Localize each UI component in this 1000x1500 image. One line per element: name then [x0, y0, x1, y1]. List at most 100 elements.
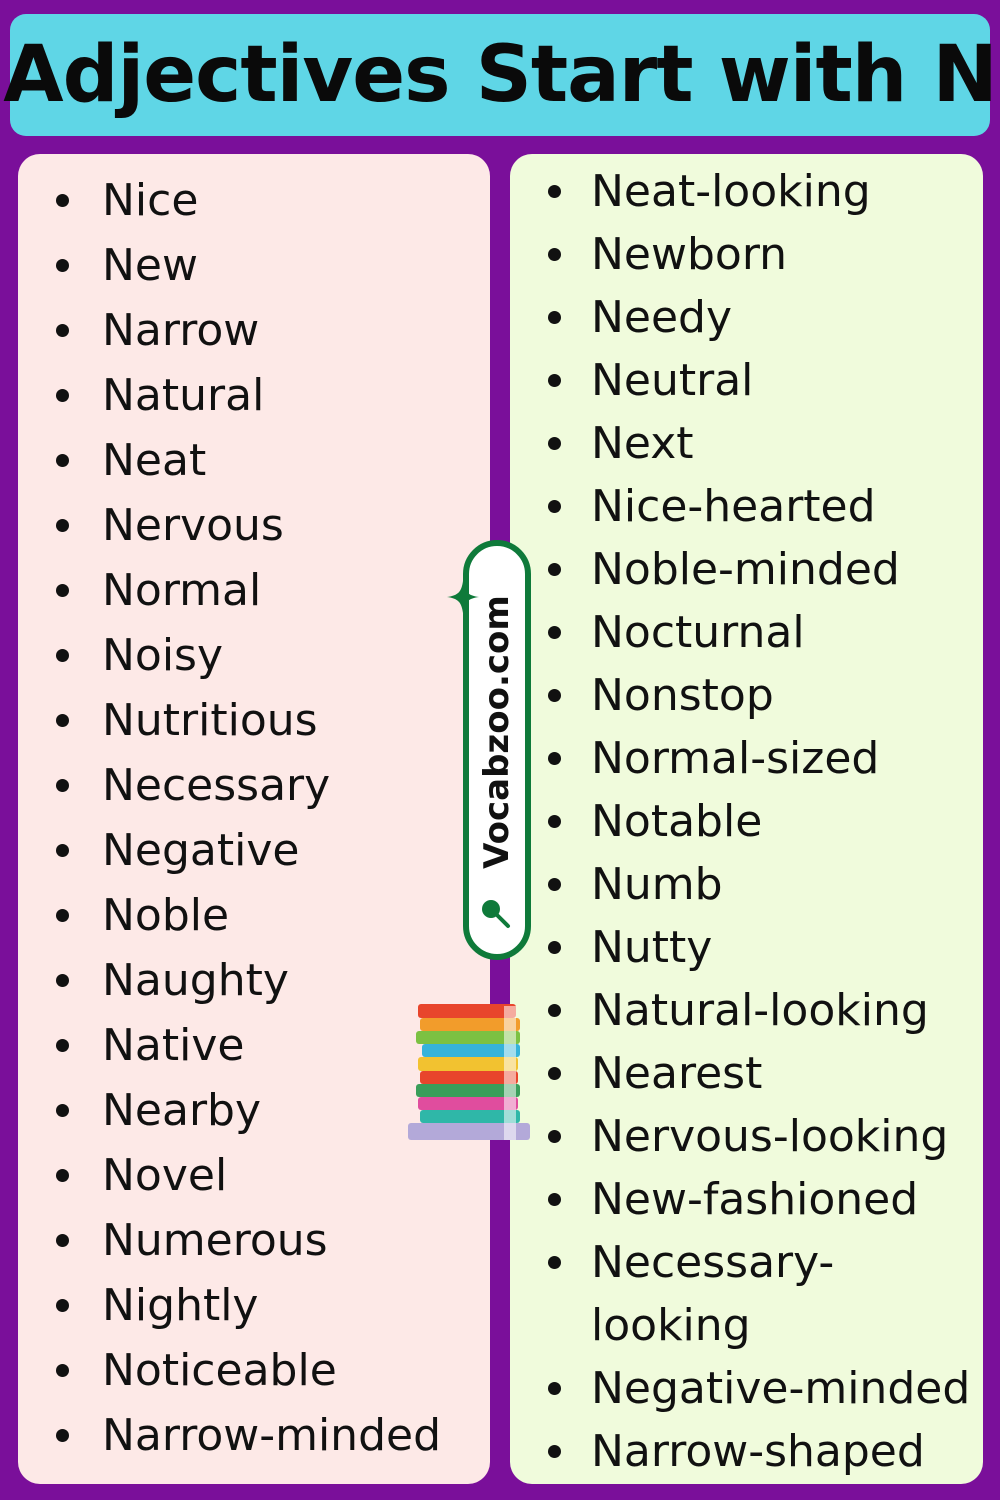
right-word-item: Next	[510, 412, 983, 475]
left-word-item: Nutritious	[18, 688, 490, 753]
bullet-icon	[548, 689, 561, 702]
right-word-item: Newborn	[510, 223, 983, 286]
bullet-icon	[56, 909, 69, 922]
title-banner: Adjectives Start with N	[3, 14, 998, 136]
bullet-icon	[548, 1067, 561, 1080]
right-word-text: Narrow-shaped	[591, 1426, 925, 1477]
left-word-text: Novel	[102, 1150, 228, 1201]
bullet-icon	[56, 844, 69, 857]
bullet-icon	[56, 1104, 69, 1117]
right-word-text: Needy	[591, 292, 733, 343]
left-word-text: Nervous	[102, 500, 284, 551]
left-word-item: Naughty	[18, 948, 490, 1013]
left-word-item: New	[18, 233, 490, 298]
left-word-text: Nightly	[102, 1280, 259, 1331]
right-word-text: Numb	[591, 859, 723, 910]
bullet-icon	[56, 649, 69, 662]
bullet-icon	[56, 974, 69, 987]
bullet-icon	[548, 1004, 561, 1017]
right-word-item: Nonstop	[510, 664, 983, 727]
left-word-text: Noticeable	[102, 1345, 337, 1396]
right-word-item: Neat-looking	[510, 160, 983, 223]
left-word-item: Negative	[18, 818, 490, 883]
right-word-item: Noble-minded	[510, 538, 983, 601]
right-word-item: Negative-minded	[510, 1357, 983, 1420]
right-word-text: Nocturnal	[591, 607, 805, 658]
right-word-item: Numb	[510, 853, 983, 916]
right-word-text: Notable	[591, 796, 763, 847]
bullet-icon	[56, 779, 69, 792]
bullet-icon	[548, 1382, 561, 1395]
bullet-icon	[548, 563, 561, 576]
left-word-text: Nice	[102, 175, 199, 226]
left-word-text: Neat	[102, 435, 207, 486]
bullet-icon	[56, 714, 69, 727]
left-word-text: Narrow	[102, 305, 260, 356]
left-word-text: Natural	[102, 370, 265, 421]
bullet-icon	[56, 324, 69, 337]
bullet-icon	[548, 374, 561, 387]
left-word-item: Noticeable	[18, 1338, 490, 1403]
bullet-icon	[548, 311, 561, 324]
left-word-text: Naughty	[102, 955, 289, 1006]
left-word-text: Narrow-minded	[102, 1410, 442, 1461]
left-word-item: Necessary	[18, 753, 490, 818]
right-word-item: New-fashioned	[510, 1168, 983, 1231]
right-word-item: Neutral	[510, 349, 983, 412]
bullet-icon	[548, 1445, 561, 1458]
left-word-text: Nutritious	[102, 695, 318, 746]
right-word-item: Narrow-shaped	[510, 1420, 983, 1483]
left-word-text: Numerous	[102, 1215, 328, 1266]
right-word-item: Nocturnal	[510, 601, 983, 664]
right-word-text: Nearest	[591, 1048, 763, 1099]
bullet-icon	[56, 1299, 69, 1312]
right-word-text: Noble-minded	[591, 544, 900, 595]
left-word-item: Narrow	[18, 298, 490, 363]
right-word-text: Negative-minded	[591, 1363, 971, 1414]
left-word-item: Normal	[18, 558, 490, 623]
right-word-text: Nonstop	[591, 670, 774, 721]
left-word-text: Noble	[102, 890, 230, 941]
right-word-item: Nutty	[510, 916, 983, 979]
bullet-icon	[548, 1256, 561, 1269]
left-word-item: Numerous	[18, 1208, 490, 1273]
left-word-text: New	[102, 240, 198, 291]
right-word-text: New-fashioned	[591, 1174, 919, 1225]
left-word-item: Noble	[18, 883, 490, 948]
left-word-text: Normal	[102, 565, 262, 616]
bullet-icon	[56, 194, 69, 207]
right-word-item: Needy	[510, 286, 983, 349]
bullet-icon	[548, 500, 561, 513]
bullet-icon	[56, 1364, 69, 1377]
right-word-text: Neat-looking	[591, 166, 871, 217]
bullet-icon	[548, 626, 561, 639]
right-word-text: Necessary-looking	[591, 1237, 835, 1351]
left-word-item: Nervous	[18, 493, 490, 558]
site-logo-text: Vocabzoo.com	[477, 595, 517, 869]
bullet-icon	[56, 1169, 69, 1182]
right-word-text: Nice-hearted	[591, 481, 876, 532]
bullet-icon	[56, 259, 69, 272]
bullet-icon	[548, 1193, 561, 1206]
right-word-item: Natural-looking	[510, 979, 983, 1042]
bullet-icon	[548, 1130, 561, 1143]
right-word-text: Newborn	[591, 229, 788, 280]
bullet-icon	[56, 584, 69, 597]
left-word-text: Necessary	[102, 760, 331, 811]
left-word-text: Negative	[102, 825, 300, 876]
page-title: Adjectives Start with N	[3, 30, 997, 120]
bullet-icon	[56, 1039, 69, 1052]
right-word-item: Normal-sized	[510, 727, 983, 790]
right-word-item: Nearest	[510, 1042, 983, 1105]
right-word-text: Normal-sized	[591, 733, 880, 784]
right-word-text: Nutty	[591, 922, 713, 973]
bullet-icon	[548, 752, 561, 765]
right-word-text: Natural-looking	[591, 985, 929, 1036]
site-logo-badge: Vocabzoo.com	[463, 540, 531, 960]
sparkle-icon	[447, 581, 479, 613]
left-word-item: Natural	[18, 363, 490, 428]
